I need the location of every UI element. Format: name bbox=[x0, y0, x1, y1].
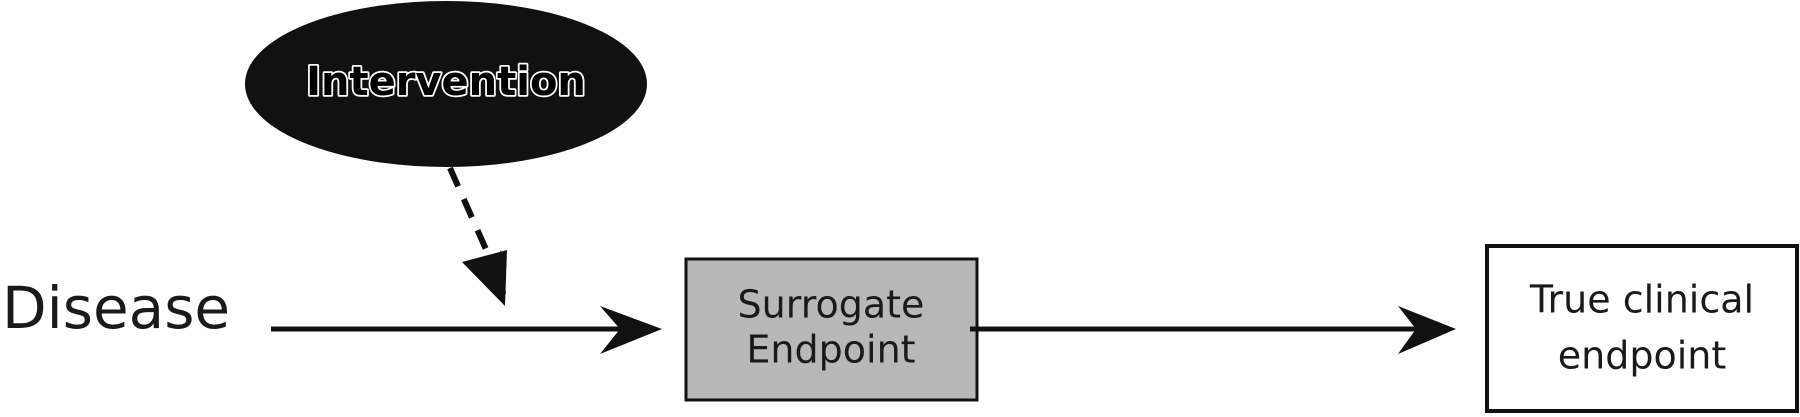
intervention-effect-arrow bbox=[447, 166, 507, 306]
intervention-node: Intervention bbox=[245, 1, 647, 167]
surrogate-endpoint-node: Surrogate Endpoint bbox=[684, 257, 979, 402]
surrogate-endpoint-box bbox=[684, 257, 979, 402]
intervention-label: Intervention bbox=[306, 59, 586, 105]
true-clinical-endpoint-line2: endpoint bbox=[1558, 334, 1727, 378]
surrogate-endpoint-line2: Endpoint bbox=[746, 328, 915, 372]
surrogate-to-true-endpoint-arrowhead bbox=[1398, 306, 1456, 354]
disease-label: Disease bbox=[2, 274, 230, 342]
disease-to-surrogate-arrow bbox=[271, 306, 662, 354]
intervention-dashed-line bbox=[447, 166, 499, 274]
true-clinical-endpoint-line1: True clinical bbox=[1529, 278, 1754, 322]
disease-to-surrogate-arrowhead bbox=[600, 306, 662, 354]
true-clinical-endpoint-node: True clinical endpoint bbox=[1485, 244, 1799, 413]
surrogate-to-true-endpoint-arrow bbox=[970, 306, 1456, 354]
intervention-ellipse bbox=[245, 1, 647, 167]
surrogate-endpoint-line1: Surrogate bbox=[738, 283, 925, 327]
intervention-arrowhead-main bbox=[462, 250, 507, 306]
true-clinical-endpoint-box bbox=[1485, 244, 1799, 413]
